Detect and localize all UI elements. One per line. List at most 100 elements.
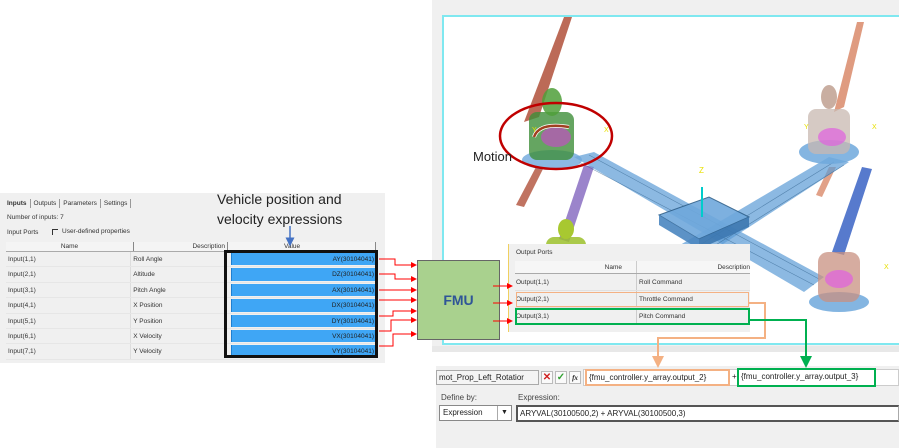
table-row[interactable]: Input(1,1) Roll Angle AY(30104041): [6, 252, 376, 268]
chevron-down-icon[interactable]: ▼: [497, 406, 511, 420]
column-header-value[interactable]: Value: [228, 242, 376, 251]
row-name: Output(1,1): [515, 274, 637, 290]
row-description: Altitude: [133, 271, 155, 279]
row-value-field[interactable]: DX(30104041): [231, 299, 376, 312]
row-description: Y Velocity: [133, 348, 162, 356]
panel-tabs: Inputs Outputs Parameters Settings: [4, 199, 132, 208]
fmu-label: FMU: [443, 292, 474, 308]
row-name: Output(3,1): [515, 308, 637, 324]
row-description: Pitch Angle: [133, 286, 166, 294]
table-row[interactable]: Input(5,1) Y Position DY(30104041): [6, 313, 376, 329]
define-by-select[interactable]: Expression ▼: [439, 405, 512, 421]
fmu-inputs-panel: Inputs Outputs Parameters Settings Numbe…: [0, 193, 385, 363]
motion-annotation: Motion: [473, 149, 513, 164]
table-row[interactable]: Output(1,1) Roll Command: [515, 274, 750, 291]
tab-inputs[interactable]: Inputs: [4, 199, 31, 208]
number-of-inputs-value: 7: [60, 214, 64, 221]
row-value-field[interactable]: VX(30104041): [231, 329, 376, 343]
value-column-highlight-box: [224, 250, 378, 358]
output-ports-title: Output Ports: [516, 249, 553, 256]
outputs-table-header: Name Description: [515, 261, 750, 274]
row-description: Roll Command: [639, 279, 682, 286]
user-defined-label: User-defined properties: [62, 228, 130, 235]
propeller-front-right-lower: [816, 167, 836, 197]
model-viewport[interactable]: Z Y X Y X X: [432, 0, 899, 352]
expression-editor: mot_Prop_Left_Rotatior ✕ ✓ fx {fmu_contr…: [436, 366, 899, 448]
viewport-status-strip: [432, 346, 899, 352]
motion-highlight-circle: [498, 101, 614, 171]
outputs-table: Name Description Output(1,1) Roll Comman…: [515, 261, 750, 325]
svg-text:X: X: [872, 124, 877, 131]
propeller-front-left-lower: [516, 167, 544, 207]
row-description: X Velocity: [133, 332, 162, 340]
input-arrow-2: [379, 273, 417, 282]
row-value-field[interactable]: AY(30104041): [231, 253, 376, 266]
table-row[interactable]: Input(6,1) X Velocity VX(30104041): [6, 328, 376, 345]
table-row[interactable]: Input(2,1) Altitude DZ(30104041): [6, 267, 376, 283]
row-name: Output(2,1): [515, 291, 637, 307]
table-row[interactable]: Input(4,1) X Position DX(30104041): [6, 298, 376, 314]
number-of-inputs-label: Number of inputs:: [7, 214, 59, 221]
row-value-field[interactable]: VY(30104041): [231, 345, 376, 358]
row-description: Y Position: [133, 317, 163, 325]
tab-outputs[interactable]: Outputs: [31, 199, 61, 208]
annotation-line-2: velocity expressions: [217, 211, 343, 227]
table-row[interactable]: Input(7,1) Y Velocity VY(30104041): [6, 344, 376, 360]
row-name: Input(2,1): [6, 267, 132, 282]
row-description: X Position: [133, 302, 163, 310]
row-value-field[interactable]: AX(30104041): [231, 283, 376, 297]
user-defined-checkbox-row[interactable]: User-defined properties: [52, 228, 130, 235]
viewport-canvas[interactable]: Z Y X Y X X: [442, 15, 899, 345]
row-name: Input(1,1): [6, 252, 132, 267]
svg-text:Y: Y: [532, 127, 537, 134]
define-by-label: Define by:: [441, 393, 478, 402]
svg-text:Y: Y: [804, 124, 809, 131]
row-name: Input(6,1): [6, 328, 132, 344]
entity-name-field[interactable]: mot_Prop_Left_Rotatior: [436, 370, 539, 385]
row-value-field[interactable]: DZ(30104041): [231, 268, 376, 281]
expression-part-output-3[interactable]: {fmu_controller.y_array.output_3}: [737, 368, 876, 387]
row-description: Roll Angle: [133, 256, 163, 263]
input-arrow-5: [379, 308, 417, 317]
number-of-inputs: Number of inputs: 7: [7, 214, 64, 221]
expression-label: Expression:: [518, 393, 560, 402]
column-header-description[interactable]: Description: [717, 264, 750, 271]
table-row[interactable]: Input(3,1) Pitch Angle AX(30104041): [6, 282, 376, 299]
propeller-rear-right: [832, 167, 872, 255]
svg-text:X: X: [604, 127, 609, 134]
table-row[interactable]: Output(3,1) Pitch Command: [515, 308, 750, 325]
accept-check-icon[interactable]: ✓: [555, 371, 567, 384]
tab-parameters[interactable]: Parameters: [60, 199, 101, 208]
column-header-name[interactable]: Name: [515, 261, 637, 273]
vehicle-expressions-annotation: Vehicle position and velocity expression…: [217, 189, 342, 229]
column-header-description[interactable]: Description: [134, 242, 228, 251]
input-arrow-1: [379, 258, 417, 268]
tab-settings[interactable]: Settings: [101, 199, 132, 208]
expression-part-output-2[interactable]: {fmu_controller.y_array.output_2}: [585, 369, 730, 386]
row-name: Input(3,1): [6, 282, 132, 298]
define-by-value: Expression: [443, 408, 483, 417]
cancel-x-icon[interactable]: ✕: [541, 371, 553, 384]
function-fx-icon[interactable]: fx: [569, 371, 581, 384]
row-description: Pitch Command: [639, 313, 686, 320]
annotation-line-1: Vehicle position and: [217, 191, 342, 207]
row-name: Input(7,1): [6, 344, 132, 359]
input-arrow-6: [379, 317, 417, 332]
propeller-front-left: [524, 17, 572, 122]
propeller-front-right: [834, 22, 864, 112]
row-name: Input(4,1): [6, 298, 132, 313]
inputs-table-header: Name Description Value: [6, 242, 376, 252]
row-value-field[interactable]: DY(30104041): [231, 314, 376, 327]
row-description: Throttle Command: [639, 296, 693, 303]
plus-operator: +: [732, 372, 737, 381]
input-arrow-7: [379, 331, 417, 347]
table-row[interactable]: Output(2,1) Throttle Command: [515, 291, 750, 308]
pitch-to-expression-connector: [748, 319, 812, 368]
svg-text:X: X: [884, 264, 889, 271]
throttle-to-expression-connector: [652, 302, 766, 368]
user-defined-checkbox[interactable]: [52, 228, 58, 235]
row-name: Input(5,1): [6, 313, 132, 328]
column-header-name[interactable]: Name: [6, 242, 134, 251]
fmu-block: FMU: [417, 260, 500, 340]
